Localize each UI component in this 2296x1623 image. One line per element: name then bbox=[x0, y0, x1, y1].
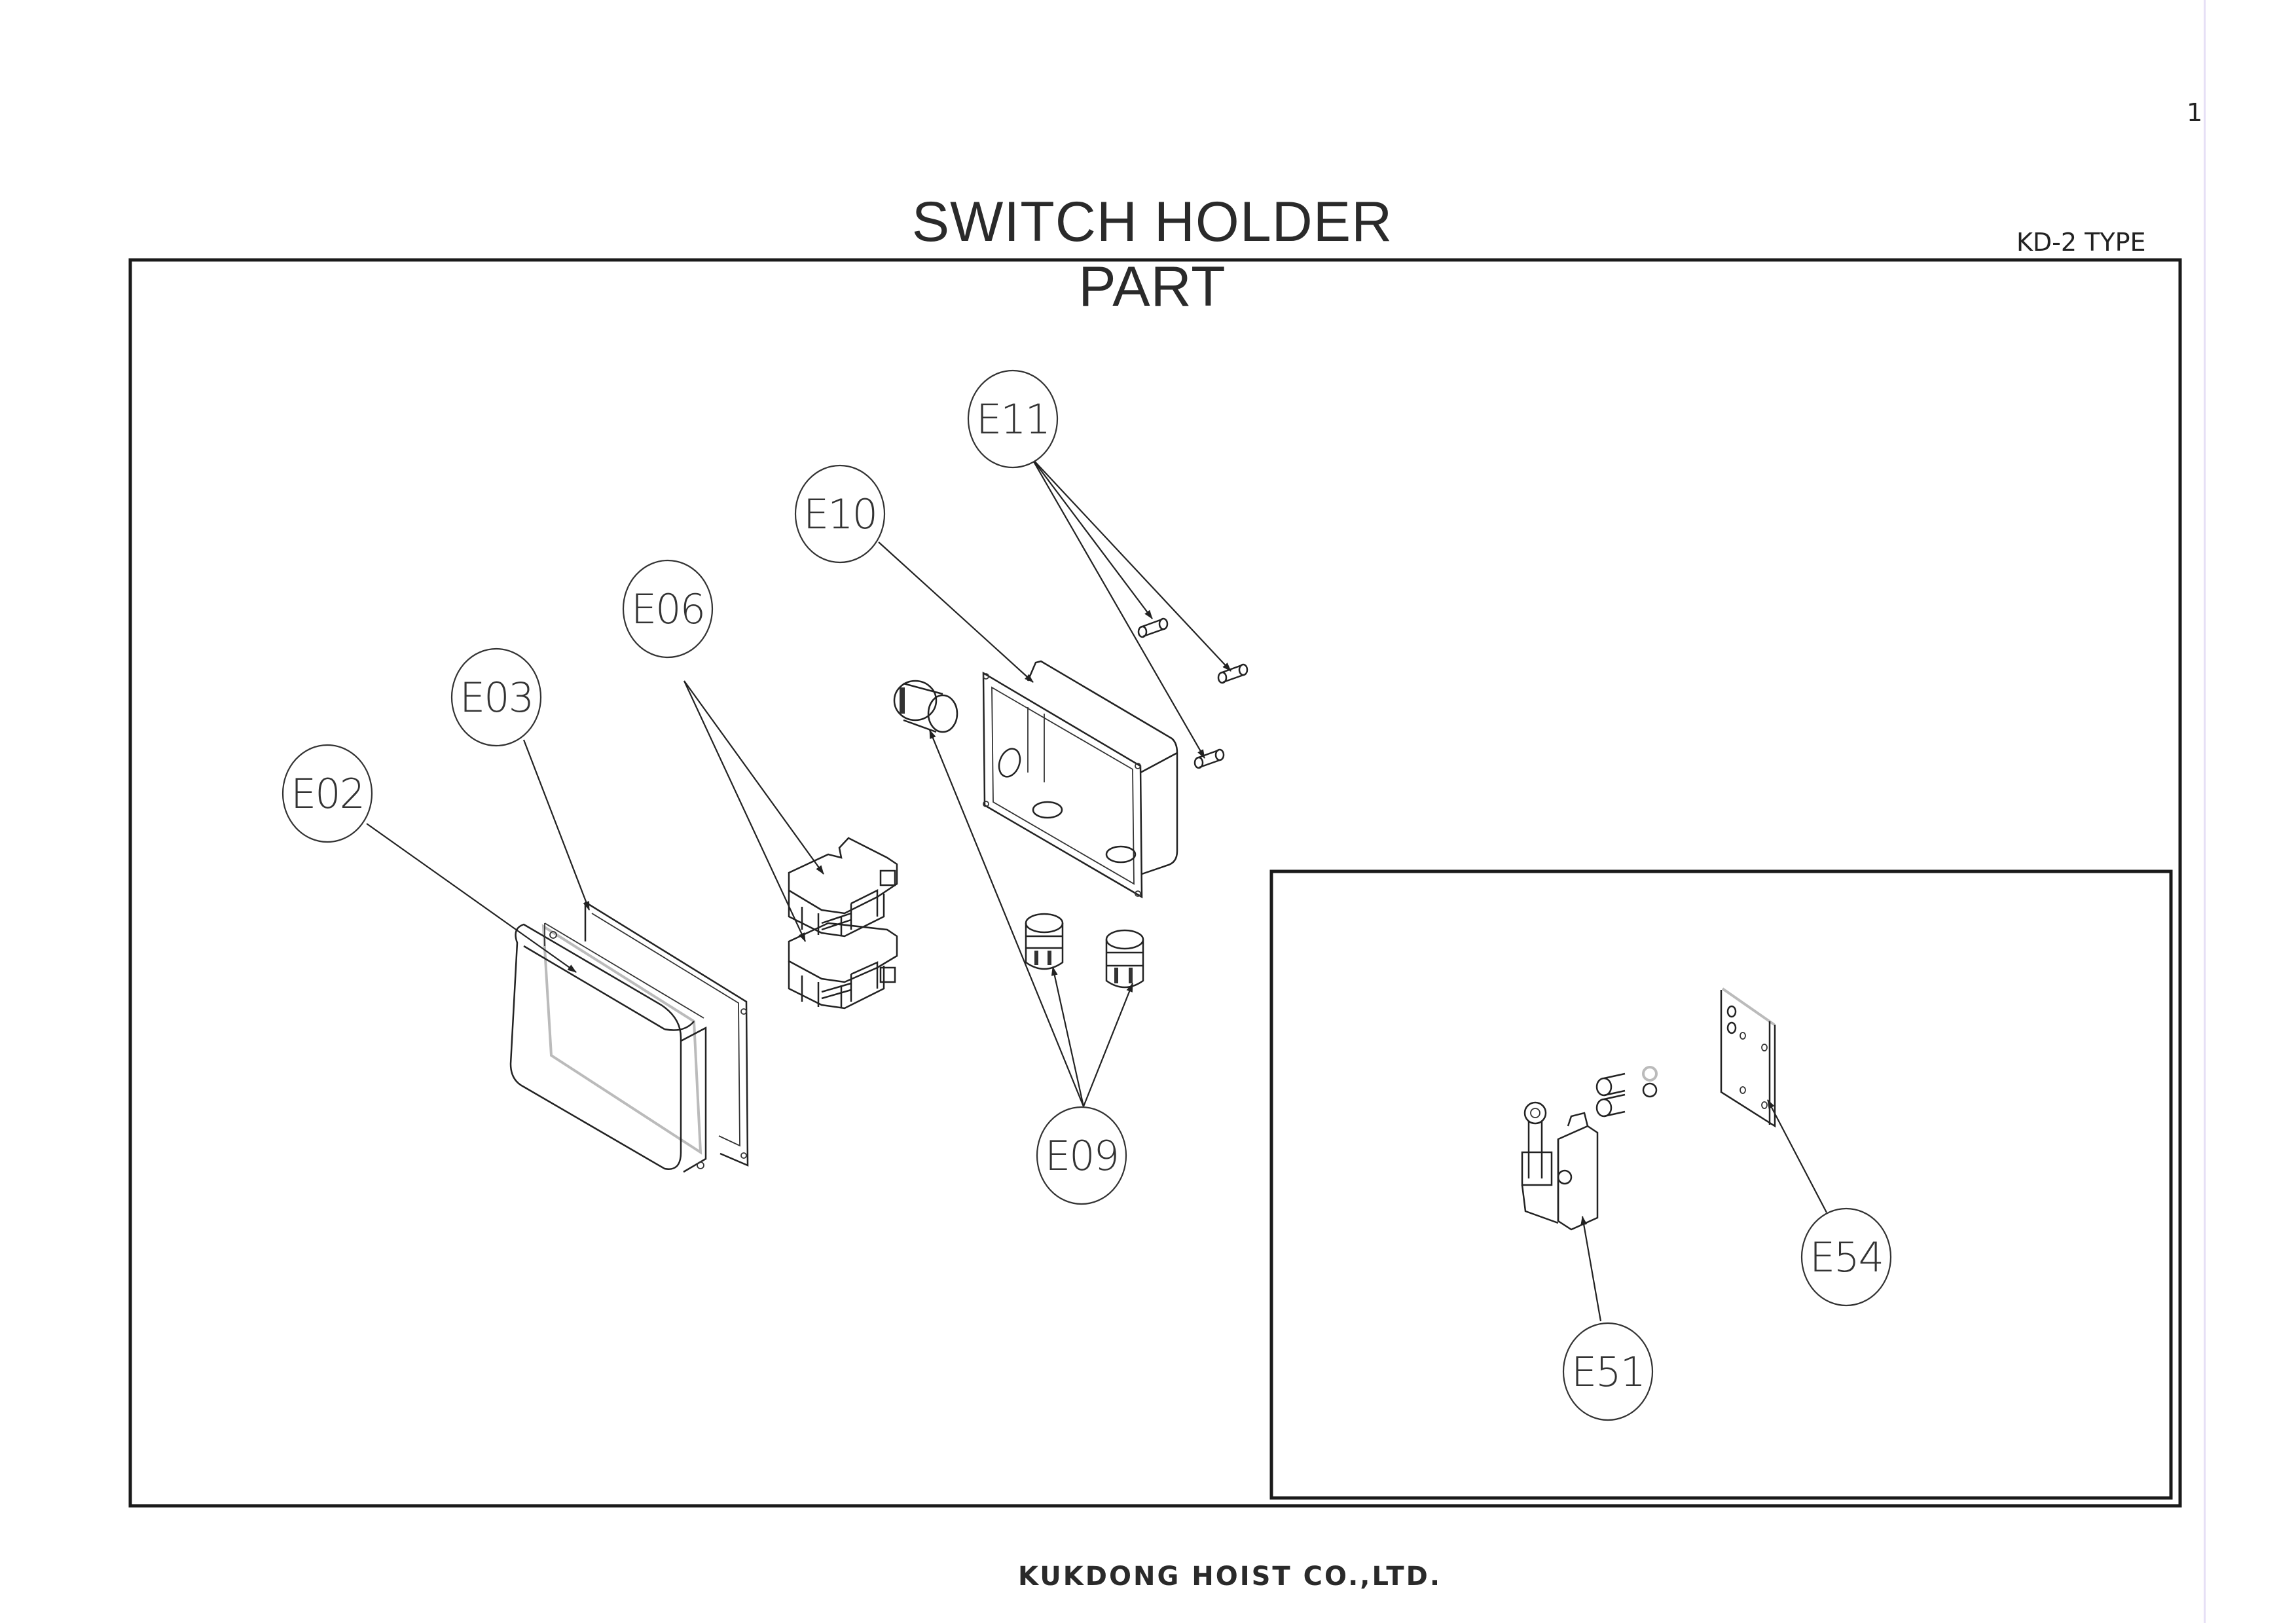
callout-label: E51 bbox=[1571, 1348, 1645, 1396]
callout-bubble bbox=[282, 744, 373, 843]
callout-label: E11 bbox=[976, 395, 1049, 443]
callout-label: E06 bbox=[631, 585, 704, 633]
callout-e54[interactable]: E54 bbox=[1800, 1207, 1892, 1307]
inset-detail-frame bbox=[1269, 869, 2173, 1500]
main-drawing-frame bbox=[128, 258, 2182, 1508]
callout-label: E09 bbox=[1045, 1132, 1118, 1180]
scan-edge-line bbox=[2204, 0, 2206, 1623]
part-pins bbox=[1137, 617, 1248, 769]
leader-e09c bbox=[1082, 983, 1134, 1107]
page-title: SWITCH HOLDER PART bbox=[911, 191, 1393, 318]
callout-e02[interactable]: E02 bbox=[282, 744, 373, 843]
callout-bubble bbox=[622, 559, 714, 659]
leader-e03 bbox=[522, 739, 591, 911]
leader-e02 bbox=[366, 823, 577, 973]
leader-e54 bbox=[1767, 1099, 1827, 1213]
leader-e06a bbox=[683, 680, 824, 875]
callout-label: E02 bbox=[291, 770, 364, 818]
part-enclosure-box bbox=[982, 660, 1178, 899]
part-enclosure-cover bbox=[509, 922, 707, 1173]
part-gasket bbox=[584, 901, 749, 1167]
callout-e03[interactable]: E03 bbox=[450, 647, 542, 747]
part-limit-switch bbox=[1521, 1101, 1599, 1231]
part-cable-gland-right bbox=[1105, 929, 1144, 989]
leader-e11b bbox=[1031, 458, 1231, 672]
leader-e09b bbox=[1051, 966, 1085, 1107]
callout-e51[interactable]: E51 bbox=[1562, 1322, 1654, 1421]
leader-e10 bbox=[878, 541, 1034, 683]
leader-e09a bbox=[928, 729, 1085, 1107]
callout-e10[interactable]: E10 bbox=[794, 464, 886, 564]
part-cable-gland-left bbox=[893, 680, 958, 733]
leader-lines bbox=[366, 458, 1827, 1322]
callout-bubble bbox=[1562, 1322, 1654, 1421]
part-contactor-switch bbox=[788, 837, 898, 1010]
page-number: 1 bbox=[2187, 98, 2203, 127]
callout-label: E54 bbox=[1810, 1233, 1883, 1281]
callout-bubble bbox=[967, 369, 1059, 469]
callout-bubble bbox=[1800, 1207, 1892, 1307]
callout-bubble bbox=[1036, 1106, 1127, 1205]
callout-e11[interactable]: E11 bbox=[967, 369, 1059, 469]
callout-label: E10 bbox=[803, 490, 877, 538]
company-name: KUKDONG HOIST CO.,LTD. bbox=[1018, 1561, 1442, 1592]
callout-e06[interactable]: E06 bbox=[622, 559, 714, 659]
leader-e51 bbox=[1580, 1216, 1602, 1322]
part-screws-and-washers bbox=[1595, 1066, 1658, 1118]
leader-e11a bbox=[1031, 458, 1153, 619]
callout-bubble bbox=[450, 647, 542, 747]
part-cable-gland-middle bbox=[1025, 913, 1064, 970]
leader-e11c bbox=[1031, 458, 1205, 759]
part-mounting-plate bbox=[1720, 987, 1776, 1128]
leader-e06b bbox=[683, 680, 806, 942]
model-type-label: KD-2 TYPE bbox=[2016, 228, 2146, 257]
callout-bubble bbox=[794, 464, 886, 564]
callout-label: E03 bbox=[460, 674, 533, 721]
callout-e09[interactable]: E09 bbox=[1036, 1106, 1127, 1205]
